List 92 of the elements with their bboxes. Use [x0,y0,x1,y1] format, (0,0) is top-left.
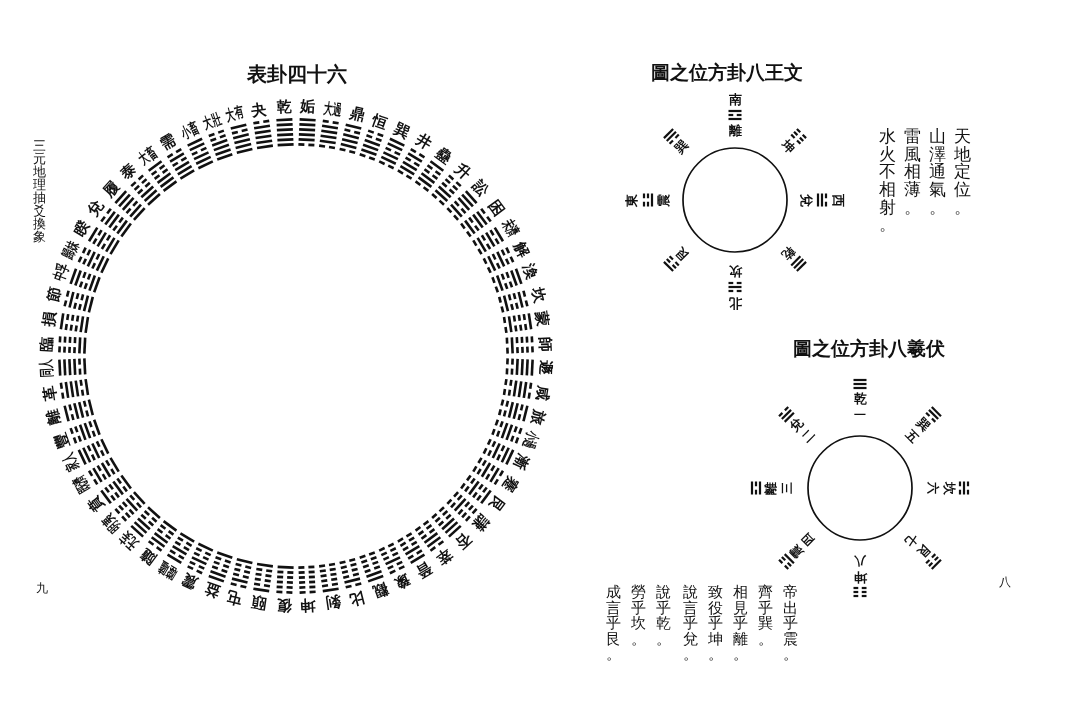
hexagram-name: 既濟 [71,472,94,496]
trigram-number: 一 [854,409,866,421]
trigram-number: 七 [903,531,921,549]
hexagram-name: 解 [511,239,532,260]
hexagram-name: 萃 [433,545,455,567]
title: 表卦四十六 [247,64,347,84]
hexagram-name: 頤 [250,593,268,611]
trigram-number: 三 [781,482,793,494]
hexagram-name: 晉 [413,559,435,580]
hexagram-name: 比 [347,588,366,607]
hexagram-name: 井 [413,132,435,153]
trigram-number: 六 [927,482,939,494]
hexagram-name: 復 [275,596,292,613]
hexagram-name: 中孚 [51,261,72,284]
hexagram-name: 睽 [72,217,93,239]
trigram-name: 坎 [728,264,742,278]
running-head: 三元地理抽爻換象 [32,139,47,243]
verse-column: 相見乎離。 [731,585,749,663]
hexagram-name: 咸 [533,384,551,402]
hexagram-name: 豐 [51,430,72,450]
trigram-name: 離 [764,481,778,495]
verse-column: 帝出乎震。 [781,585,799,663]
hexagram-name: 渙 [520,262,541,282]
hexagram-name: 鼎 [347,105,366,124]
hexagram-name: 大過 [322,100,343,119]
page-number: 九 [36,582,48,594]
direction-label: 南 [728,93,742,107]
hexagram-name: 蒙 [533,310,551,328]
hexagram-name: 旅 [528,407,547,426]
hexagram-name: 損 [41,310,59,328]
verse-column: 水火不相射。 [877,128,897,235]
hexagram-name: 師 [536,335,553,352]
trigram-name: 震 [657,193,671,207]
hexagram-name: 恒 [370,111,390,132]
hexagram-name: 兌 [85,197,107,219]
hexagram-name: 大有 [224,105,247,124]
trigram-name: 乾 [779,244,798,263]
hexagram-name: 臨 [39,335,56,352]
hexagram-name: 需 [157,132,179,153]
verse-column: 齊乎巽。 [756,585,774,648]
hexagram-name: 困 [485,197,507,219]
hexagram-name: 豫 [392,571,413,592]
hexagram-name: 革 [41,384,59,402]
hexagram-name: 乾 [275,99,292,116]
hexagram-name: 噬嗑 [156,558,180,581]
trigram-name: 坎 [942,481,956,495]
verse-column: 天地定位。 [952,128,972,217]
heading: 圖之位方卦八羲伏 [793,338,945,358]
trigram-name: 坤 [853,570,867,584]
hexagram-name: 家人 [60,451,82,474]
trigram-name: 乾 [853,392,867,406]
direction-label: 西 [831,193,845,207]
hexagram-name: 小畜 [178,120,201,142]
hexagram-name: 大壯 [201,111,224,132]
hexagram-name: 漸 [511,452,532,473]
hexagram-name: 離 [45,407,64,426]
hexagram-name: 蹇 [499,473,520,495]
hexagram-name: 同人 [39,358,56,378]
verse-column: 山澤通氣。 [927,128,947,217]
direction-label: 北 [728,296,742,310]
hexagram-name: 夬 [250,101,268,119]
trigram-name: 兌 [799,193,813,207]
hexagram-name: 坤 [300,596,317,613]
hexagram-name: 震 [179,571,200,592]
hexagram-name: 姤 [300,99,317,116]
hexagram-name: 未濟 [498,216,521,240]
hexagram-name: 遯 [536,360,553,377]
hexagram-name: 益 [202,580,222,601]
hexagram-name: 坎 [528,286,547,305]
verse-column: 雷風相薄。 [902,128,922,217]
hexagram-name: 節 [45,286,64,305]
hexagram-name: 蠱 [433,145,455,167]
verse-column: 勞乎坎。 [629,585,647,648]
page-number: 八 [999,576,1011,588]
verse-column: 說乎乾。 [654,585,672,648]
direction-label: 東 [625,193,639,207]
hexagram-name: 剝 [324,593,342,611]
verse-column: 致役乎坤。 [706,585,724,663]
trigram-name: 坤 [779,137,798,156]
hexagram-name: 觀 [370,580,390,601]
verse-column: 成言乎艮。 [604,585,622,663]
trigram-name: 巽 [672,137,691,156]
hexagram-name: 巽 [392,120,413,141]
hexagram-name: 艮 [485,493,507,515]
trigram-name: 艮 [672,244,691,263]
hexagram-name: 歸妹 [60,238,82,261]
hexagram-name: 屯 [226,588,245,607]
verse-column: 說言乎兌。 [681,585,699,663]
trigram-number: 八 [854,555,866,567]
heading: 圖之位方卦八王文 [651,62,803,82]
hexagram-name: 隨 [137,545,159,567]
hexagram-name: 小過 [520,428,541,451]
